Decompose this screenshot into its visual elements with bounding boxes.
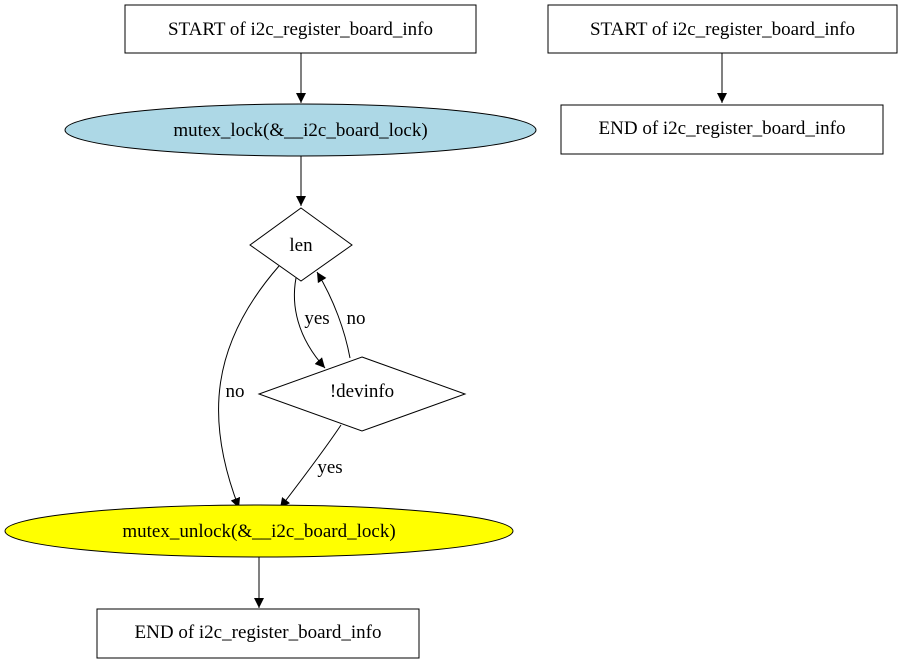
edge-devinfo-to-len xyxy=(316,271,351,359)
node-start-left-label: START of i2c_register_board_info xyxy=(168,19,433,40)
edge-label-devinfo-len: no xyxy=(347,308,366,329)
node-end-left: END of i2c_register_board_info xyxy=(96,608,420,659)
node-end-left-label: END of i2c_register_board_info xyxy=(135,622,382,643)
node-devinfo-label: !devinfo xyxy=(330,381,394,402)
node-devinfo-decision: !devinfo xyxy=(257,356,467,432)
node-mutex-unlock-label: mutex_unlock(&__i2c_board_lock) xyxy=(122,521,395,542)
node-start-left: START of i2c_register_board_info xyxy=(124,4,477,54)
node-mutex-unlock: mutex_unlock(&__i2c_board_lock) xyxy=(4,504,514,558)
edge-devinfo-to-unlock xyxy=(279,424,342,509)
edge-len-to-unlock xyxy=(218,265,280,509)
node-end-right-label: END of i2c_register_board_info xyxy=(599,118,846,139)
node-len-decision: len xyxy=(249,207,353,282)
edge-label-len-unlock: no xyxy=(226,381,245,402)
edge-label-devinfo-unlock: yes xyxy=(317,457,342,478)
edge-len-to-devinfo xyxy=(293,277,326,369)
node-mutex-lock: mutex_lock(&__i2c_board_lock) xyxy=(64,103,537,157)
node-mutex-lock-label: mutex_lock(&__i2c_board_lock) xyxy=(173,120,427,141)
node-start-right-label: START of i2c_register_board_info xyxy=(590,19,855,40)
node-end-right: END of i2c_register_board_info xyxy=(560,104,884,155)
node-len-label: len xyxy=(289,235,313,256)
edges xyxy=(218,53,727,608)
edge-label-len-devinfo: yes xyxy=(304,308,329,329)
node-start-right: START of i2c_register_board_info xyxy=(547,4,898,54)
